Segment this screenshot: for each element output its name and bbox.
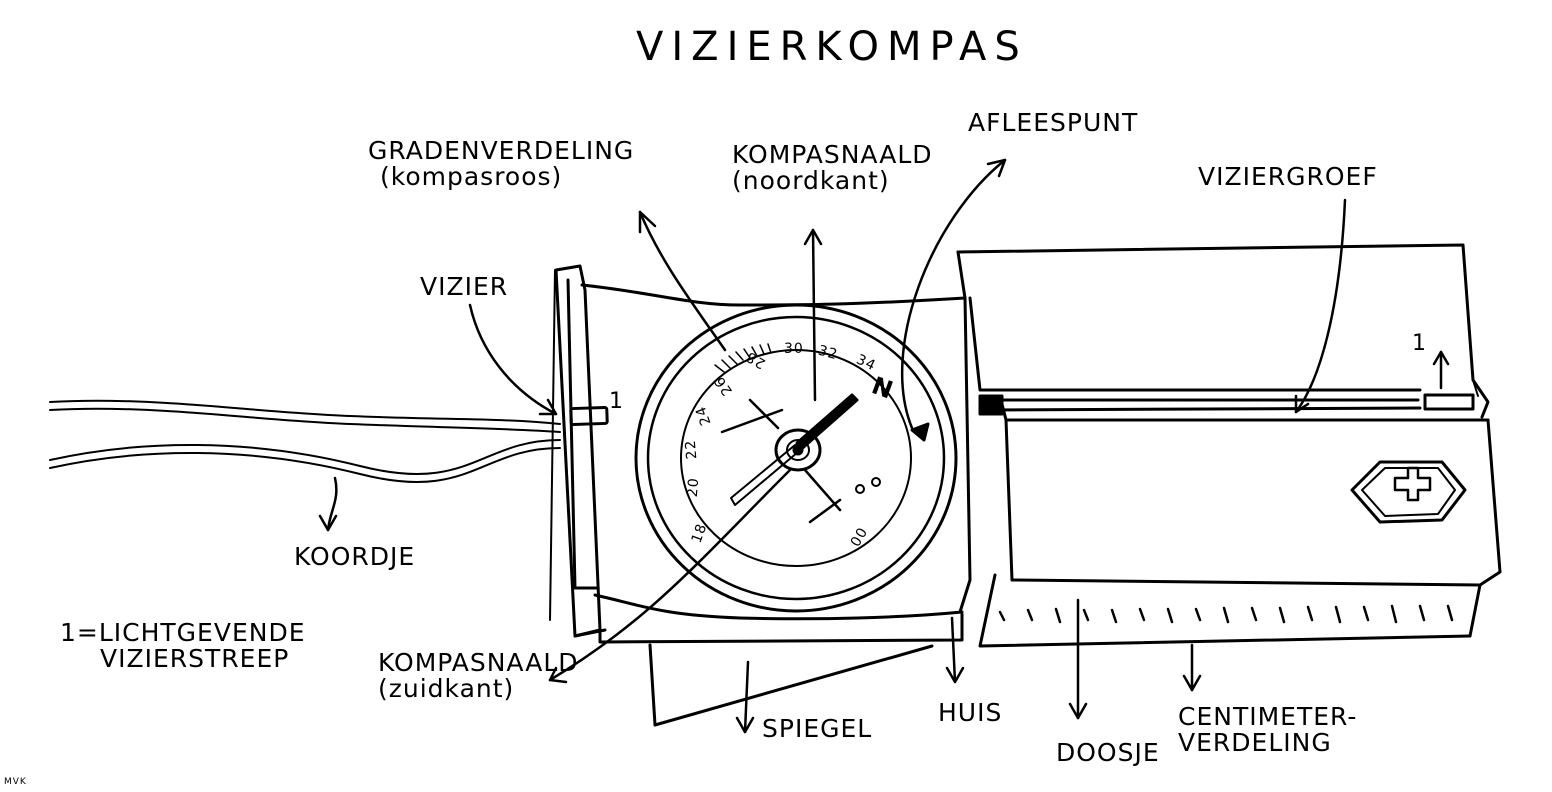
compass-dial <box>634 303 958 613</box>
label-kompasnaald-zuid-line1: KOMPASNAALD <box>378 648 579 677</box>
marker-groef: 1 <box>1412 331 1427 356</box>
compass-housing <box>580 283 972 644</box>
arrow-vizier <box>468 303 558 416</box>
arrow-gradenverdeling <box>638 210 727 352</box>
dial-number: 20 <box>684 476 703 498</box>
arrow-viziergroef <box>1294 198 1347 414</box>
compass-box <box>956 243 1502 648</box>
label-centimeter-line1: CENTIMETER- <box>1178 702 1358 731</box>
arrow-huis <box>950 616 957 684</box>
swiss-cross-emblem-icon <box>1350 460 1467 524</box>
arrow-koordje <box>326 476 338 532</box>
label-centimeterverdeling: CENTIMETER- VERDELING <box>1178 702 1358 758</box>
arrow-kompasnaald-zuid <box>548 468 792 682</box>
label-vizier: VIZIER <box>420 272 509 301</box>
arrow-kompasnaald-noord <box>811 228 817 402</box>
mirror-panel <box>648 643 934 727</box>
label-huis: HUIS <box>938 698 1003 727</box>
arrow-afleespunt <box>900 158 1007 430</box>
dial-number: 22 <box>682 438 701 460</box>
label-afleespunt: AFLEESPUNT <box>968 108 1139 137</box>
legend-line2: VIZIERSTREEP <box>100 644 290 674</box>
label-viziergroef: VIZIERGROEF <box>1198 162 1378 191</box>
centimeter-scale <box>998 604 1454 624</box>
label-kompasnaald-noord-line2: (noordkant) <box>732 166 890 196</box>
arrow-spiegel <box>743 660 750 734</box>
label-doosje: DOOSJE <box>1056 738 1160 767</box>
dial-number: 30 <box>784 341 804 357</box>
label-gradenverdeling-line1: GRADENVERDELING <box>368 136 635 165</box>
luminous-groove-line <box>1423 393 1475 411</box>
label-kompasnaald-noord-line1: KOMPASNAALD <box>732 140 933 169</box>
cord <box>49 399 561 483</box>
diagram-title: VIZIERKOMPAS <box>636 24 1028 70</box>
luminous-sight-line <box>569 405 609 427</box>
label-kompasnaald-noord: KOMPASNAALD (noordkant) <box>732 140 933 196</box>
label-gradenverdeling-line2: (kompasroos) <box>380 162 563 192</box>
label-kompasnaald-zuid-line2: (zuidkant) <box>378 674 515 704</box>
author-initials: MVK <box>4 777 27 787</box>
label-centimeter-line2: VERDELING <box>1178 728 1332 758</box>
sight-frame <box>549 264 609 638</box>
legend: 1=LICHTGEVENDE VIZIERSTREEP <box>60 618 306 674</box>
label-kompasnaald-zuid: KOMPASNAALD (zuidkant) <box>378 648 579 704</box>
leader-arrows <box>318 158 1450 734</box>
marker-vizier: 1 <box>609 389 624 414</box>
label-gradenverdeling: GRADENVERDELING (kompasroos) <box>368 136 635 192</box>
label-spiegel: SPIEGEL <box>762 714 873 743</box>
label-koordje: KOORDJE <box>294 542 416 571</box>
legend-line1: 1=LICHTGEVENDE <box>60 618 306 647</box>
